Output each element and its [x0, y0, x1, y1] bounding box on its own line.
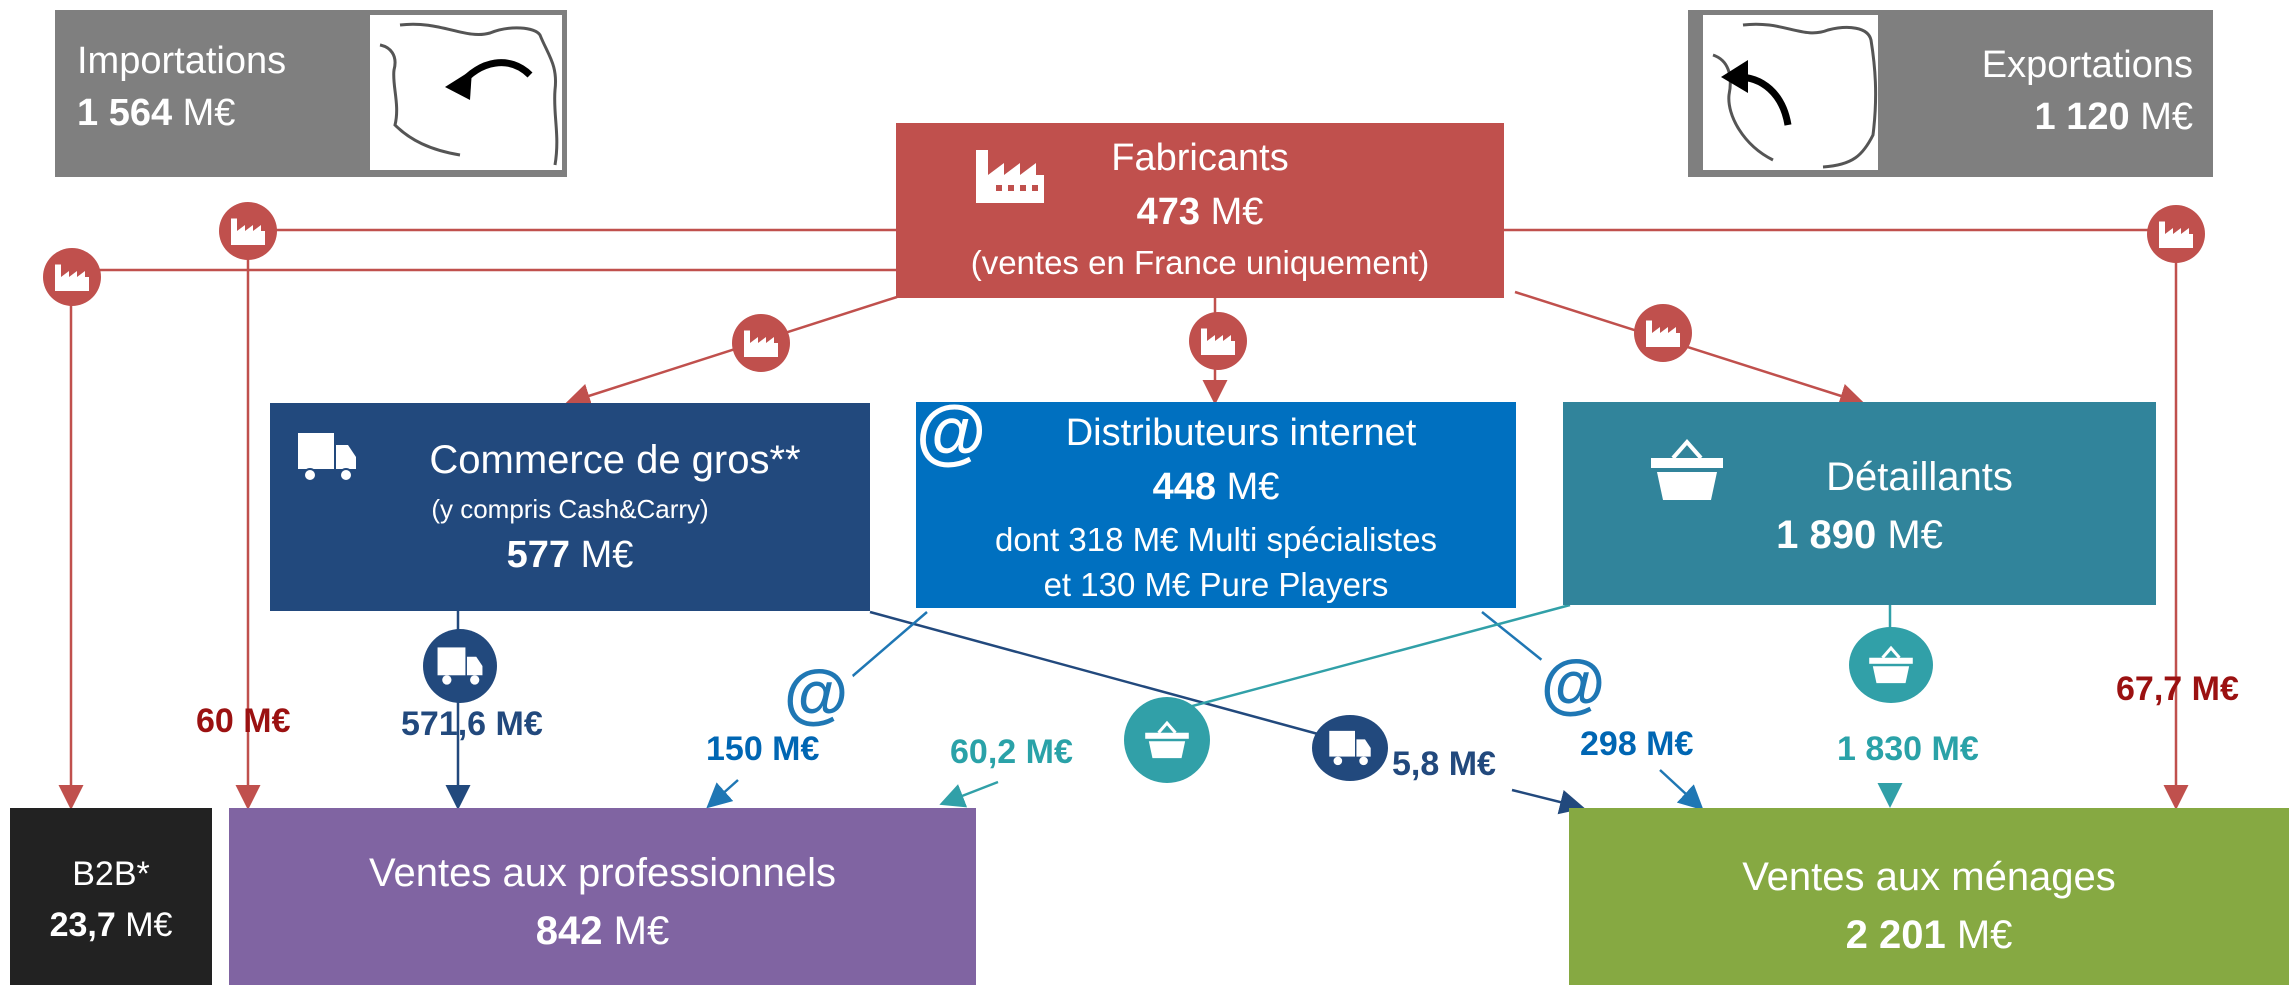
b2b-title: B2B* [72, 855, 150, 893]
france-map-import [370, 15, 562, 170]
basket-icon [1651, 438, 1723, 500]
at-sign-icon: @ [1533, 645, 1613, 721]
factory-icon [732, 314, 790, 372]
flow-label-det-pros: 60,2 M€ [950, 733, 1073, 771]
truck-icon [1312, 715, 1388, 781]
line-gros-menages [869, 610, 1580, 807]
b2b-unit: M€ [125, 905, 173, 944]
exportations-value: 1 120 [2034, 95, 2130, 138]
internet-detail-1: dont 318 M€ Multi spécialistes [994, 521, 1438, 558]
factory-icon [219, 202, 277, 260]
pros-title: Ventes aux professionnels [369, 851, 836, 895]
menages-value: 2 201 [1845, 913, 1946, 957]
importations-title: Importations [77, 40, 287, 82]
flow-label-int-pros: 150 M€ [706, 730, 820, 768]
detaillants-value: 1 890 [1776, 513, 1877, 557]
factory-icon [2147, 205, 2205, 263]
flow-label-fab-menages: 67,7 M€ [2116, 670, 2239, 708]
factory-icon [1189, 312, 1247, 370]
menages-title: Ventes aux ménages [1742, 855, 2116, 899]
gros-title: Commerce de gros** [429, 438, 801, 482]
importations-value: 1 564 [77, 91, 173, 134]
fabricants-value: 473 [1136, 190, 1201, 233]
curved-arrow-icon [1712, 22, 1878, 169]
menages-unit: M€ [1956, 913, 2013, 957]
internet-unit: M€ [1226, 465, 1280, 508]
flow-label-gros-menages: 5,8 M€ [1392, 745, 1496, 783]
basket-icon [1124, 697, 1210, 783]
exportations-unit: M€ [2140, 95, 2193, 138]
factory-icon [1634, 304, 1692, 362]
france-map-export [1703, 15, 1878, 170]
internet-detail-2: et 130 M€ Pure Players [1043, 566, 1389, 604]
truck-icon [298, 433, 356, 482]
fabricants-note: (ventes en France uniquement) [970, 244, 1430, 281]
line-det-pros [944, 603, 1571, 803]
factory-icon [43, 248, 101, 306]
flow-label-int-menages: 298 M€ [1580, 725, 1694, 763]
b2b-value: 23,7 [49, 905, 116, 944]
pros-unit: M€ [613, 909, 670, 953]
at-sign-icon: @ [916, 392, 987, 472]
flow-label-fab-pros: 60 M€ [196, 702, 291, 740]
flow-label-gros-pros: 571,6 M€ [401, 705, 543, 743]
flow-label-det-menages: 1 830 M€ [1837, 730, 1979, 768]
pros-value: 842 [535, 909, 603, 953]
fabricants-unit: M€ [1210, 190, 1264, 233]
internet-value: 448 [1152, 465, 1217, 508]
commerce-gros-box: Commerce de gros** (y compris Cash&Carry… [270, 403, 870, 611]
gros-value: 577 [506, 533, 571, 576]
internet-title: Distributeurs internet [1065, 412, 1417, 454]
at-sign-icon: @ [775, 655, 857, 731]
b2b-box: B2B* 23,7 M€ [10, 808, 212, 985]
curved-arrow-icon [379, 22, 559, 166]
importations-unit: M€ [182, 91, 236, 134]
detaillants-unit: M€ [1887, 513, 1943, 557]
detaillants-title: Détaillants [1826, 455, 2013, 499]
internet-box: Distributeurs internet 448 M€ dont 318 M… [916, 396, 1516, 608]
basket-icon [1849, 627, 1933, 703]
truck-icon [423, 629, 497, 703]
ventes-pros-box: Ventes aux professionnels 842 M€ [229, 808, 976, 985]
gros-unit: M€ [580, 533, 634, 576]
detaillants-box: Détaillants 1 890 M€ [1563, 402, 2156, 605]
gros-subtitle: (y compris Cash&Carry) [431, 494, 709, 524]
ventes-menages-box: Ventes aux ménages 2 201 M€ [1569, 808, 2289, 985]
exportations-title: Exportations [1981, 44, 2193, 86]
line-int-pros [710, 611, 928, 805]
line-int-menages [1481, 611, 1700, 807]
fabricants-title: Fabricants [1111, 137, 1289, 179]
fabricants-box: Fabricants 473 M€ (ventes en France uniq… [896, 123, 1504, 298]
factory-icon [976, 150, 1044, 203]
